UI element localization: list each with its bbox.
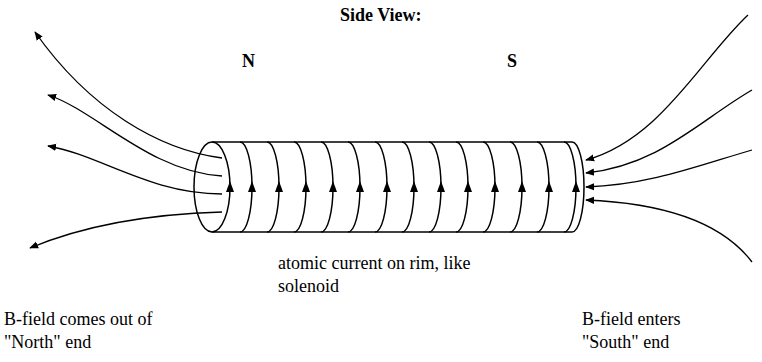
current-arrow — [491, 181, 499, 192]
field-note: B-field enters "South" end — [582, 308, 732, 354]
field-line — [30, 212, 222, 248]
current-arrow — [437, 181, 445, 192]
current-arrow — [226, 181, 234, 192]
current-rings — [226, 142, 580, 232]
field-lines — [30, 15, 752, 262]
current-arrow — [248, 181, 256, 192]
note-label: atomic current on rim, like solenoid — [278, 252, 478, 298]
current-arrow — [383, 181, 391, 192]
field-line — [48, 95, 222, 176]
current-arrow — [545, 181, 553, 192]
current-arrow — [464, 181, 472, 192]
field-line — [586, 200, 752, 262]
current-arrow — [518, 181, 526, 192]
field-line — [586, 90, 752, 173]
current-arrow — [410, 181, 418, 192]
view-title: Side View: — [340, 4, 422, 27]
cylinder-edge — [212, 231, 572, 233]
pole-label: S — [507, 50, 517, 73]
current-arrow — [572, 181, 580, 192]
field-note: B-field comes out of "North" end — [4, 308, 199, 354]
field-line — [586, 150, 752, 187]
field-line — [35, 32, 222, 158]
field-line — [48, 146, 222, 194]
pole-label: N — [242, 50, 255, 73]
current-arrow — [302, 181, 310, 192]
cylinder-edge — [212, 141, 572, 143]
north-end-face — [194, 142, 230, 232]
south-end-rim — [572, 142, 584, 232]
current-arrow — [356, 181, 364, 192]
current-arrow — [275, 181, 283, 192]
field-line — [586, 15, 748, 160]
current-arrow — [329, 181, 337, 192]
cylinder — [194, 142, 584, 232]
